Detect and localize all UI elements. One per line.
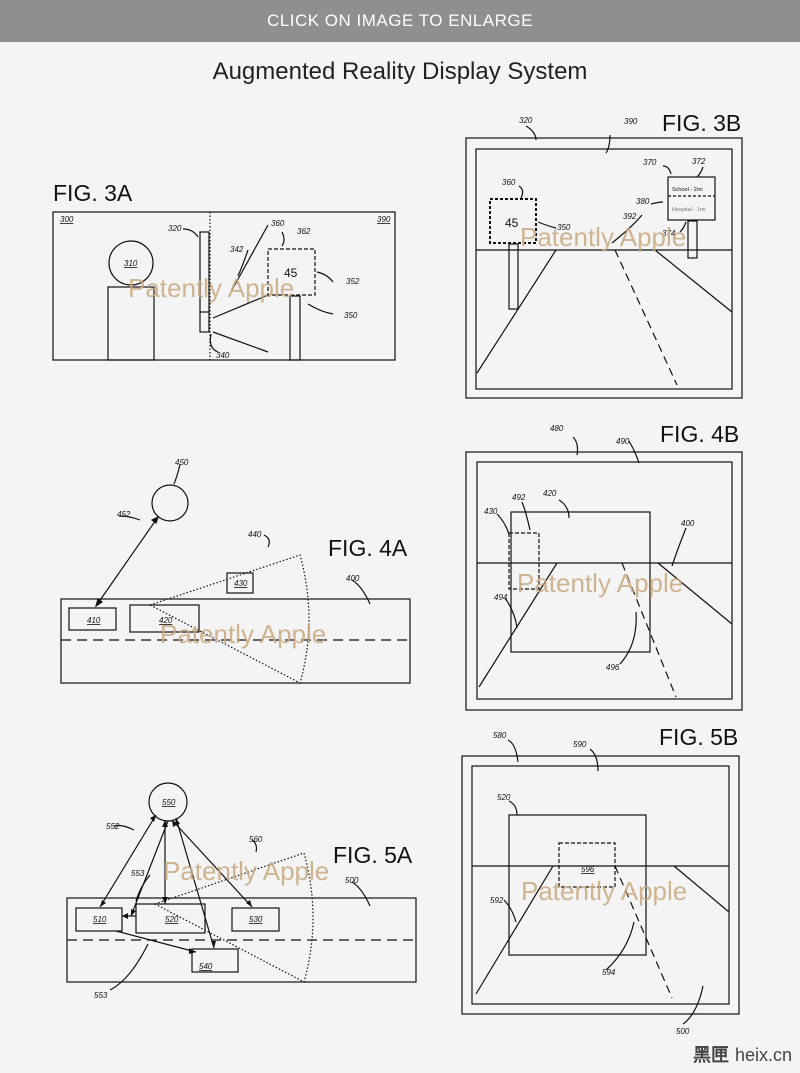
fig-5a-label: FIG. 5A <box>333 842 413 868</box>
ref-b596: 596 <box>581 865 595 874</box>
fig5b-inner <box>471 765 730 1005</box>
ref-500: 500 <box>345 876 359 885</box>
fig5b-box-596 <box>558 842 616 888</box>
ref-320: 320 <box>168 224 182 233</box>
fig3b-inner <box>475 148 733 390</box>
site-en: heix.cn <box>734 1045 792 1065</box>
ref-540: 540 <box>199 962 213 971</box>
fig5a-fov <box>153 852 314 983</box>
fig3a-sign <box>267 248 316 296</box>
watermark-3b: Patently Apple <box>520 222 686 252</box>
speed-sign-3b: 45 <box>505 216 519 230</box>
ref-b374: 374 <box>662 229 676 238</box>
ref-352: 352 <box>346 277 360 286</box>
fig4a-user-circle <box>151 484 189 522</box>
fig-4b-label: FIG. 4B <box>660 421 740 447</box>
watermark-4a: Patently Apple <box>160 619 326 649</box>
ref-510: 510 <box>93 915 107 924</box>
ref-b360: 360 <box>502 178 516 187</box>
ref-b420: 420 <box>543 489 557 498</box>
fig-5b-label: FIG. 5B <box>659 724 739 750</box>
ref-b392: 392 <box>623 212 637 221</box>
fig4b-inner <box>476 461 733 700</box>
watermark-3a: Patently Apple <box>128 273 294 303</box>
fig4b-outer <box>465 451 743 711</box>
site-cn: 黑匣 <box>692 1045 729 1065</box>
ref-450: 450 <box>175 458 189 467</box>
fig4a-road <box>60 598 411 684</box>
ref-350: 350 <box>344 311 358 320</box>
ref-b390: 390 <box>624 117 638 126</box>
watermark-5a: Patently Apple <box>163 856 329 886</box>
hospital-label: Hospital - 1mi <box>672 207 706 213</box>
ref-b372: 372 <box>692 157 706 166</box>
ref-340: 340 <box>216 351 230 360</box>
ref-b500: 500 <box>676 1027 690 1036</box>
ref-b496: 496 <box>606 663 620 672</box>
ref-b594: 594 <box>602 968 616 977</box>
watermark-5b: Patently Apple <box>521 876 687 906</box>
fig-3a-label: FIG. 3A <box>53 180 133 206</box>
ref-552: 552 <box>106 822 120 831</box>
school-label: School - 2mi <box>672 187 703 193</box>
ref-b590: 590 <box>573 740 587 749</box>
arrow-452 <box>95 516 159 607</box>
ref-b370: 370 <box>643 158 657 167</box>
page-title: Augmented Reality Display System <box>212 58 588 85</box>
ref-520: 520 <box>165 915 179 924</box>
fig4a-fov <box>148 554 310 684</box>
fig3b-outer <box>465 137 743 399</box>
ref-b494: 494 <box>494 593 508 602</box>
ref-b492: 492 <box>512 493 526 502</box>
ref-390: 390 <box>377 215 391 224</box>
ref-400: 400 <box>346 574 360 583</box>
fig-3b-label: FIG. 3B <box>662 110 742 136</box>
fig5b-outer <box>461 755 740 1015</box>
ref-553b: 553 <box>94 991 108 1000</box>
ref-b592: 592 <box>490 896 504 905</box>
ref-560: 560 <box>249 835 263 844</box>
person-head <box>108 240 154 286</box>
ref-550: 550 <box>162 798 176 807</box>
ref-b350: 350 <box>557 223 571 232</box>
ref-342: 342 <box>230 245 244 254</box>
ref-360: 360 <box>271 219 285 228</box>
ref-b320: 320 <box>519 116 533 125</box>
fig4b-box-420 <box>510 511 651 653</box>
ref-b580: 580 <box>493 731 507 740</box>
ref-410: 410 <box>87 616 101 625</box>
ref-553a: 553 <box>131 869 145 878</box>
watermark-4b: Patently Apple <box>517 568 683 598</box>
ref-300: 300 <box>60 215 74 224</box>
ref-b520: 520 <box>497 793 511 802</box>
ref-b400: 400 <box>681 519 695 528</box>
ref-310: 310 <box>124 259 138 268</box>
fig3b-sign <box>489 198 537 244</box>
ref-b430: 430 <box>484 507 498 516</box>
speed-sign-3a: 45 <box>284 266 298 280</box>
ref-b480: 480 <box>550 424 564 433</box>
ref-b490: 490 <box>616 437 630 446</box>
fig3a-frame <box>52 211 396 361</box>
ref-452: 452 <box>117 510 131 519</box>
fig-4a-label: FIG. 4A <box>328 535 408 561</box>
ref-b380: 380 <box>636 197 650 206</box>
enlarge-banner[interactable]: CLICK ON IMAGE TO ENLARGE <box>0 0 800 42</box>
ref-420: 420 <box>159 616 173 625</box>
fig5b-box-520 <box>508 814 647 956</box>
fig3b-road-sign <box>667 176 716 221</box>
ref-440: 440 <box>248 530 262 539</box>
ref-362: 362 <box>297 227 311 236</box>
ref-530: 530 <box>249 915 263 924</box>
ref-430: 430 <box>234 579 248 588</box>
